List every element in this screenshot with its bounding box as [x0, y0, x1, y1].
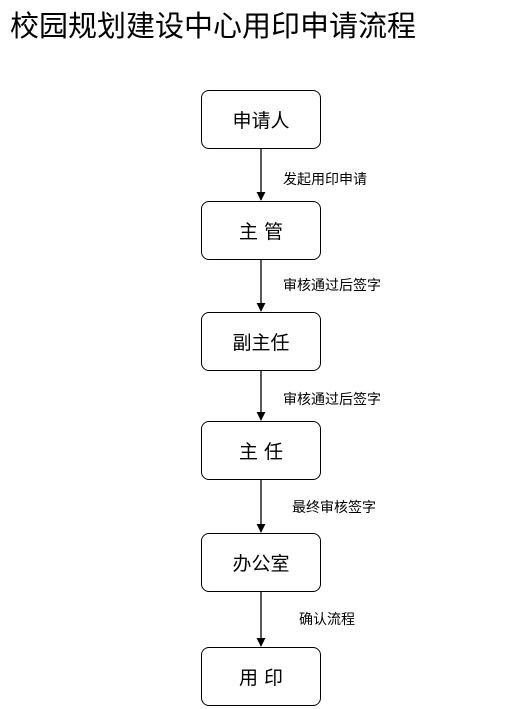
node-applicant: 申请人	[201, 90, 321, 149]
node-stamp: 用 印	[201, 647, 321, 706]
node-office: 办公室	[201, 533, 321, 592]
node-supervisor: 主 管	[201, 201, 321, 260]
edge-label-deputy-approval: 审核通过后签字	[283, 392, 381, 408]
node-director: 主 任	[201, 421, 321, 480]
edge-label-final-approval: 最终审核签字	[292, 500, 376, 516]
edge-label-confirm-process: 确认流程	[299, 612, 355, 628]
edge-label-supervisor-approval: 审核通过后签字	[283, 278, 381, 294]
node-deputy-director: 副主任	[201, 312, 321, 371]
page-title: 校园规划建设中心用印申请流程	[10, 9, 417, 43]
edge-label-initiate-request: 发起用印申请	[283, 172, 367, 188]
